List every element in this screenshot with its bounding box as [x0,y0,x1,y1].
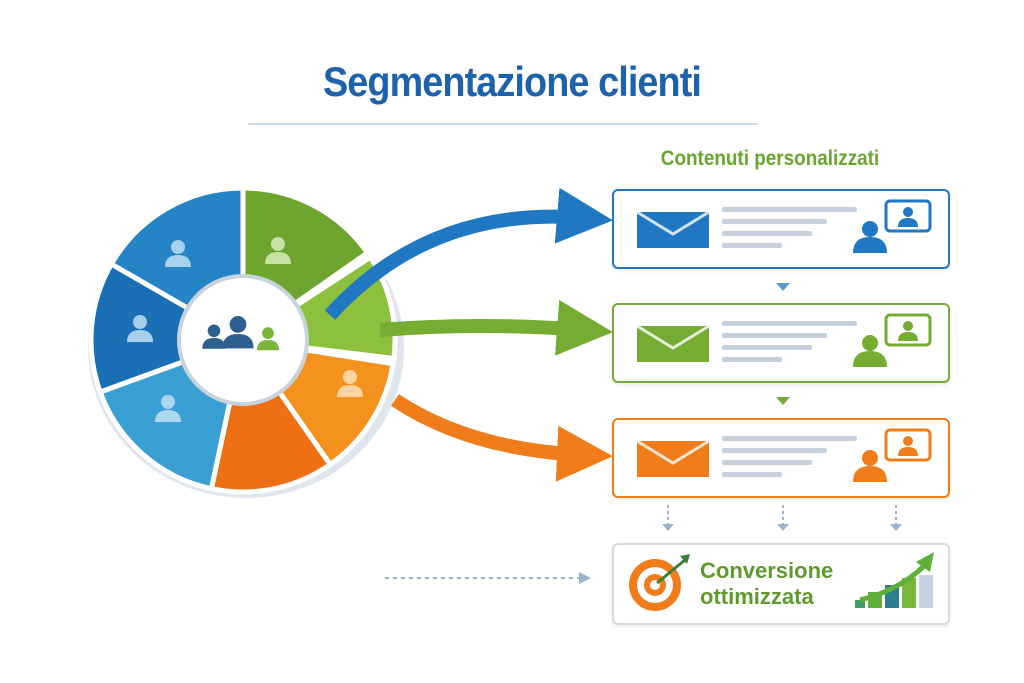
content-heading: Contenuti personalizzati [660,147,880,170]
text-lines-icon [722,436,857,477]
user-chat-icon [853,199,932,253]
conversion-label: Conversione ottimizzata [700,558,833,610]
text-lines-icon [722,207,857,248]
arrow-green [379,299,613,356]
conversion-line2: ottimizzata [700,584,814,609]
target-icon [629,554,690,611]
down-arrow-icon [776,397,790,405]
envelope-icon [636,439,710,477]
envelope-icon [636,210,710,248]
growth-chart-icon [855,552,934,608]
arrow-orange [391,394,613,482]
segment-wheel [88,185,404,498]
envelope-icon [636,324,710,362]
conversion-line1: Conversione [700,558,834,583]
user-chat-icon [853,313,932,367]
down-arrow-icon [776,283,790,291]
text-lines-icon [722,321,857,362]
user-chat-icon [853,428,932,482]
arrow-blue [324,187,613,320]
page-title: Segmentazione clienti [322,58,702,105]
